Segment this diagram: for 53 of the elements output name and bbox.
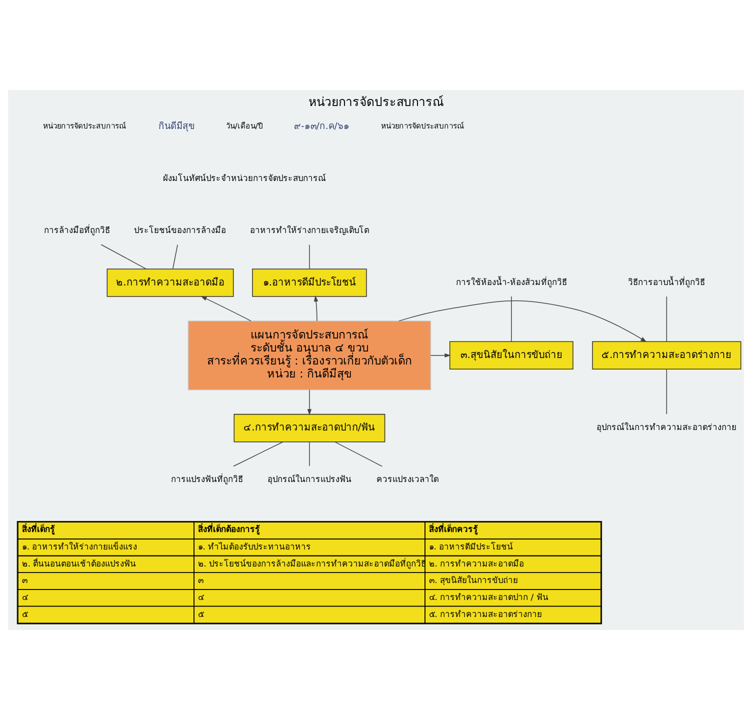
node-box: แผนการจัดประสบการณ์ ระดับชั้น อนุบาล ๔ ขวบ สาระที่ควรเรียนรู้ : เรื่องราวเกี่ยวกับตัวเด็ก หน่วย : กินดีมีสุข (188, 320, 432, 390)
connector (666, 296, 668, 342)
label: กินดีมีสุข (158, 121, 194, 132)
connector (666, 368, 668, 414)
label: ๓ (198, 575, 204, 586)
arrow (200, 296, 252, 322)
label: ๑. อาหารทำให้ร่างกายแข็งแรง (22, 542, 138, 552)
node-box: ๕.การทำความสะอาดร่างกาย (592, 341, 742, 370)
connector (309, 442, 310, 466)
node-box: ๓.สุขนิสัยในการขับถ่าย (449, 341, 574, 370)
arrow (314, 295, 318, 322)
connector (334, 442, 382, 467)
node-text: อาหารทำให้ร่างกายเจริญเติบโต (250, 224, 369, 235)
label: ๓ (22, 575, 28, 586)
label: ๑. ทำไมต้องรับประทานอาหาร (198, 542, 312, 552)
node-box: ๑.อาหารดีมีประโยชน์ (252, 268, 367, 297)
node-text: อุปกรณ์ในการทำความสะอาดร่างกาย (596, 422, 737, 432)
label: วัน/เดือน/ปี (226, 122, 264, 131)
label: ผังมโนทัศน์ประจำหน่วยการจัดประสบการณ์ (162, 172, 326, 183)
label: ๔ (22, 592, 28, 602)
connector (233, 442, 284, 467)
connector (511, 296, 512, 342)
label: ๕ (22, 608, 28, 619)
node-text: ประโยชน์ของการล้างมือ (134, 224, 226, 235)
node-text: การล้างมือที่ถูกวิธี (44, 224, 110, 235)
label: สิ่งที่เด็กต้องการรู้ (198, 524, 260, 534)
node-text: วิธีการอาบน้ำที่ถูกวิธี (628, 276, 706, 287)
label: สิ่งที่เด็กควรรู้ (428, 524, 478, 534)
label: ๑. อาหารดีมีประโยชน์ (428, 542, 514, 552)
label: ๔ (198, 592, 204, 602)
arrow (307, 389, 312, 416)
diagram-title: หน่วยการจัดประสบการณ์ (308, 94, 444, 109)
label: ๔. การทำความสะอาดปาก / ฟัน (428, 592, 548, 602)
node-text: การแปรงฟันที่ถูกวิธี (170, 474, 243, 484)
label: หน่วยการจัดประสบการณ์ (381, 122, 464, 131)
node-box: ๒.การทำความสะอาดมือ (106, 268, 234, 297)
label: สิ่งที่เด็กรู้ (22, 524, 55, 534)
label: ๕. การทำความสะอาดร่างกาย (428, 608, 542, 619)
label: ๒. การทำความสะอาดมือ (428, 558, 524, 568)
arrow (398, 300, 647, 342)
node-text: อุปกรณ์ในการแปรงฟัน (267, 474, 352, 484)
node-text: ควรแปรงเวลาใด (376, 474, 438, 484)
arrow (430, 353, 451, 358)
node-text: การใช้ห้องน้ำ-ห้องส้วมที่ถูกวิธี (456, 276, 567, 287)
connector (172, 244, 178, 270)
label: ๒. ตื่นนอนตอนเช้าต้องแปรงฟัน (22, 558, 136, 568)
connector (309, 244, 310, 270)
label: ๙-๑๓/ก.ค/๖๑ (294, 121, 350, 132)
node-box: ๔.การทำความสะอาดปาก/ฟัน (234, 414, 386, 442)
connector (100, 244, 146, 270)
label: ๕ (198, 608, 204, 619)
label: ๓. สุขนิสัยในการขับถ่าย (428, 575, 518, 586)
label: หน่วยการจัดประสบการณ์ (43, 122, 126, 131)
